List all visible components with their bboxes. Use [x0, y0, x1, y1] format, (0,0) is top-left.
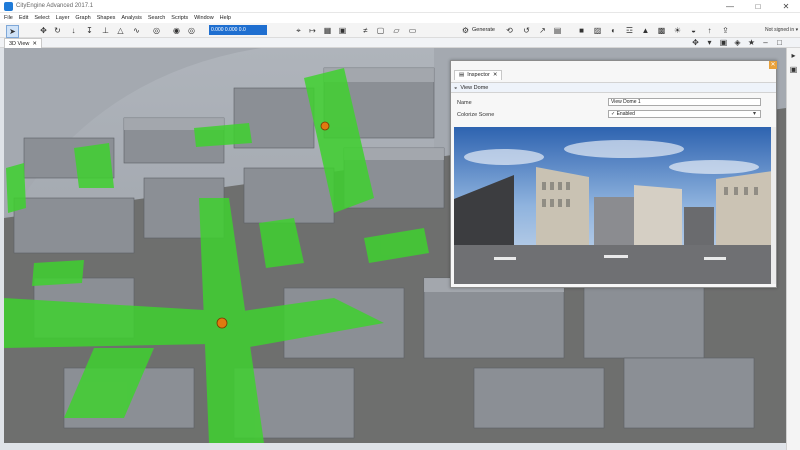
- lower-tool-icon[interactable]: ↧: [86, 26, 93, 35]
- grid-tool-icon[interactable]: ▦: [323, 26, 332, 35]
- panel-scrollbar[interactable]: [771, 127, 776, 284]
- street-tool-icon[interactable]: ≠: [363, 26, 368, 35]
- view-dome-icon: ◒: [454, 85, 458, 91]
- rotate-tool-icon[interactable]: ↻: [54, 26, 61, 35]
- panorama-tool-icon[interactable]: ◒: [691, 26, 696, 35]
- window-title: CityEngine Advanced 2017.1: [16, 3, 94, 9]
- tab-inspector-label: Inspector: [467, 72, 490, 78]
- menu-layer[interactable]: Layer: [55, 15, 70, 21]
- menu-bar: File Edit Select Layer Graph Shapes Anal…: [0, 13, 800, 23]
- pan-tool-icon[interactable]: ↓: [71, 26, 76, 35]
- name-label: Name: [457, 100, 472, 106]
- menu-analysis[interactable]: Analysis: [121, 15, 142, 21]
- menu-graph[interactable]: Graph: [75, 15, 91, 21]
- pin-panel-icon[interactable]: ▣: [789, 65, 798, 74]
- repeat-tool-icon[interactable]: ↺: [523, 26, 530, 35]
- cityengine-logo-icon: [4, 2, 13, 11]
- menu-shapes[interactable]: Shapes: [96, 15, 116, 21]
- title-bar: CityEngine Advanced 2017.1 — □ ✕: [0, 0, 800, 13]
- menu-scripts[interactable]: Scripts: [171, 15, 189, 21]
- align-tool-icon[interactable]: ⊥: [102, 26, 109, 35]
- view-tab-bar: 3D View ✕ ✥ ▾ ▣ ◈ ★ ‒ □: [0, 38, 800, 48]
- texture-tool-icon[interactable]: ▩: [657, 26, 666, 35]
- tab-3d-view-label: 3D View: [9, 40, 30, 47]
- tab-3d-view[interactable]: 3D View ✕: [4, 38, 42, 48]
- menu-select[interactable]: Select: [34, 15, 50, 21]
- close-icon[interactable]: ✕: [492, 72, 498, 78]
- upload-tool-icon[interactable]: ⇪: [722, 26, 729, 35]
- subtab-view-dome-label: View Dome: [460, 85, 489, 91]
- menu-edit[interactable]: Edit: [18, 15, 29, 21]
- view-settings-icon[interactable]: ◈: [734, 38, 741, 47]
- network-tool-icon[interactable]: ☲: [625, 26, 634, 35]
- minimize-view-icon[interactable]: ‒: [763, 38, 768, 47]
- visibility-tool-icon[interactable]: ◐: [611, 26, 616, 35]
- layer-tool-icon[interactable]: ▤: [553, 26, 562, 35]
- lot-tool-icon[interactable]: ▱: [393, 26, 400, 35]
- menu-search[interactable]: Search: [147, 15, 166, 21]
- menu-file[interactable]: File: [4, 15, 13, 21]
- name-input[interactable]: View Dome 1: [608, 98, 761, 106]
- maximize-view-icon[interactable]: □: [777, 38, 782, 47]
- sign-in-status[interactable]: Not signed in ▾: [765, 27, 799, 33]
- snap-tool-icon[interactable]: ⌖: [296, 25, 301, 35]
- view-tool-icon[interactable]: ◉: [173, 26, 180, 35]
- view-dome-preview: [454, 127, 773, 284]
- cleanup-tool-icon[interactable]: ⟲: [506, 26, 513, 35]
- select-arrow-icon[interactable]: ➤: [6, 25, 19, 38]
- close-icon[interactable]: ✕: [769, 61, 777, 69]
- curve-tool-icon[interactable]: ∿: [133, 26, 140, 35]
- maximize-button[interactable]: □: [755, 2, 761, 11]
- coordinate-field[interactable]: 0.000 0.000 0.0: [209, 25, 267, 35]
- subtab-view-dome[interactable]: ◒ View Dome: [454, 84, 488, 93]
- orbit-tool-icon[interactable]: ◎: [153, 26, 160, 35]
- expand-panel-icon[interactable]: ▸: [791, 51, 796, 60]
- panorama-image: [454, 127, 773, 284]
- inspector-panel: ✕ ▤ Inspector ✕ ◒ View Dome Name View Do…: [450, 60, 777, 288]
- camera-tool-icon[interactable]: ◎: [188, 26, 195, 35]
- chevron-down-icon[interactable]: ▾: [753, 111, 757, 117]
- inspector-tab-row: ▤ Inspector ✕: [451, 70, 776, 80]
- tab-inspector[interactable]: ▤ Inspector ✕: [454, 70, 503, 80]
- inspector-icon: ▤: [459, 72, 465, 78]
- minimize-button[interactable]: —: [726, 2, 734, 11]
- colorize-scene-label: Colorize Scene: [457, 112, 495, 118]
- share-tool-icon[interactable]: ↑: [707, 26, 712, 35]
- shape-tool-icon[interactable]: ▢: [376, 26, 385, 35]
- close-icon[interactable]: ✕: [32, 40, 37, 47]
- right-sidebar: ▸ ▣: [786, 48, 800, 450]
- polygon-tool-icon[interactable]: △: [117, 26, 124, 35]
- export-tool-icon[interactable]: ↗: [539, 26, 546, 35]
- block-tool-icon[interactable]: ▣: [338, 26, 347, 35]
- light-tool-icon[interactable]: ☀: [673, 26, 682, 35]
- generate-button[interactable]: Generate: [472, 27, 495, 33]
- navigate-icon[interactable]: ✥: [692, 38, 699, 47]
- measure-tool-icon[interactable]: ↦: [309, 26, 316, 35]
- menu-window[interactable]: Window: [194, 15, 214, 21]
- chevron-down-icon[interactable]: ▾: [707, 38, 712, 47]
- colorize-scene-select[interactable]: ✓ Enabled: [608, 110, 761, 118]
- move-tool-icon[interactable]: ✥: [40, 26, 47, 35]
- main-toolbar: ➤ ✥ ↻ ↓ ↧ ⊥ △ ∿ ◎ ◉ ◎ 0.000 0.000 0.0 ⌖ …: [0, 23, 800, 38]
- menu-help[interactable]: Help: [219, 15, 231, 21]
- terrain-tool-icon[interactable]: ▲: [641, 26, 650, 35]
- extrude-tool-icon[interactable]: ▭: [408, 26, 417, 35]
- bookmark-tool-icon[interactable]: ▨: [593, 26, 602, 35]
- close-window-button[interactable]: ✕: [782, 2, 790, 11]
- inspector-subheader: ◒ View Dome: [451, 82, 776, 93]
- generate-icon[interactable]: ⚙: [461, 26, 470, 35]
- lock-tool-icon[interactable]: ■: [579, 26, 584, 35]
- favorite-icon[interactable]: ★: [747, 38, 756, 47]
- camera-bookmark-icon[interactable]: ▣: [719, 38, 728, 47]
